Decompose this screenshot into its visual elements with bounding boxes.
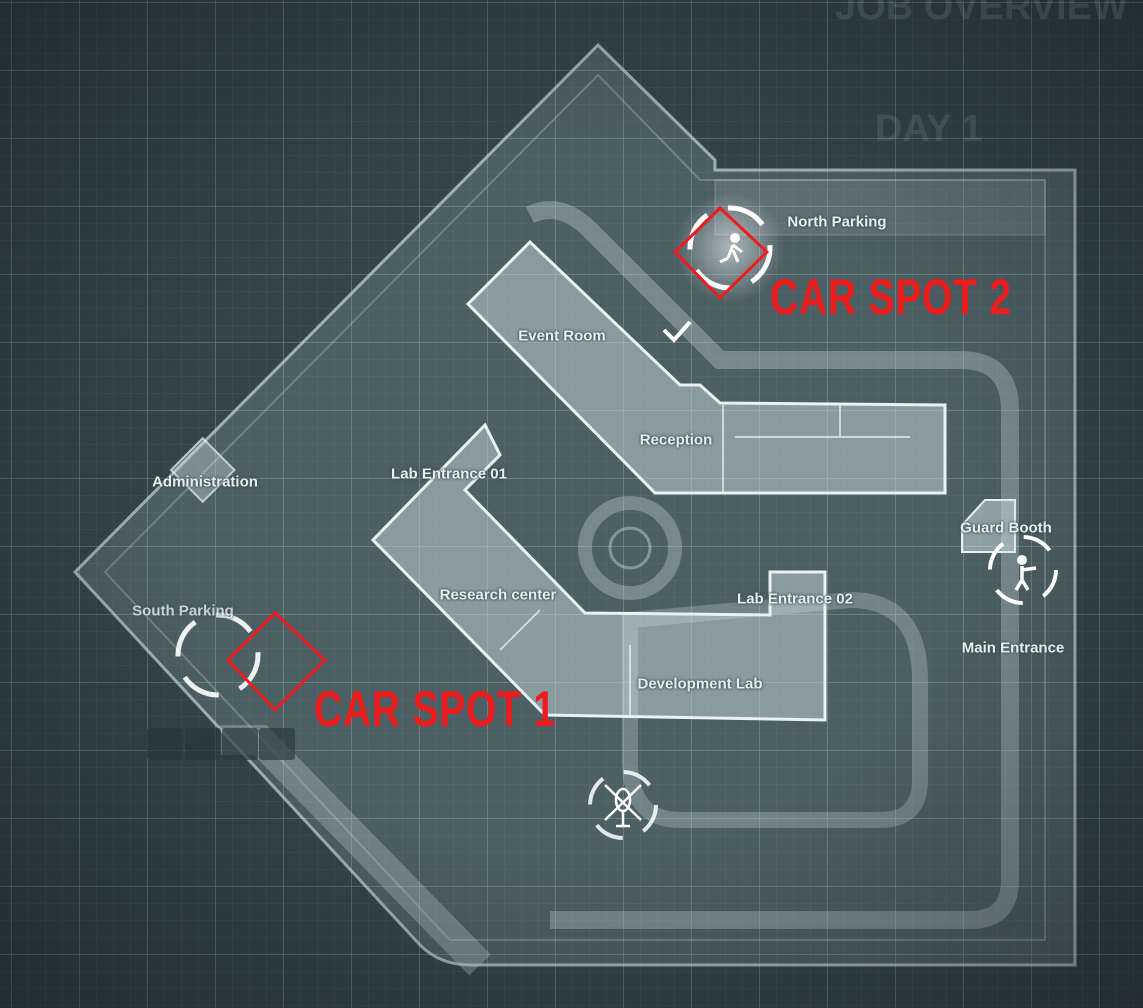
- south-parking-marker: [175, 612, 261, 698]
- label-main-entrance: Main Entrance: [961, 639, 1065, 657]
- label-administration: Administration: [152, 473, 258, 491]
- label-guard-booth: Guard Booth: [960, 519, 1052, 537]
- label-south-parking: South Parking: [132, 602, 234, 620]
- label-lab-entrance-02: Lab Entrance 02: [737, 590, 853, 608]
- label-reception: Reception: [639, 431, 713, 449]
- job-overview-title: JOB OVERVIEW: [835, 0, 1128, 28]
- checkmark-icon: [662, 320, 692, 343]
- car-spot-2-label: CAR SPOT 2: [770, 269, 1012, 325]
- helicopter-icon: [588, 770, 658, 840]
- label-development-lab: Development Lab: [637, 675, 763, 693]
- car-spot-2-marker: [672, 205, 770, 301]
- car-spot-1-label: CAR SPOT 1: [314, 681, 556, 737]
- day-label: DAY 1: [875, 108, 983, 150]
- label-research-center: Research center: [439, 586, 557, 604]
- label-lab-entrance-01: Lab Entrance 01: [391, 465, 507, 483]
- label-event-room: Event Room: [518, 327, 606, 345]
- guard-icon: [988, 535, 1058, 605]
- car-spot-1-marker: [225, 610, 328, 713]
- label-north-parking: North Parking: [787, 213, 887, 231]
